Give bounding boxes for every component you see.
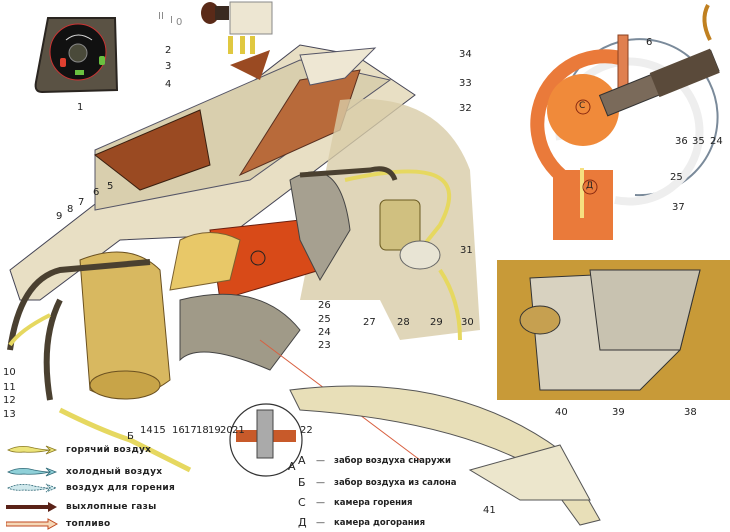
label-8: 8: [67, 204, 74, 215]
legend-combustion-air: воздух для горения: [6, 480, 175, 496]
label-5: 5: [107, 181, 114, 192]
key-b-dash: —: [316, 477, 325, 488]
switch-unit: [201, 1, 273, 54]
heater-body: [79, 171, 351, 400]
label-3: 3: [165, 61, 172, 72]
label-13: 13: [3, 409, 16, 420]
label-23: 23: [318, 340, 331, 351]
label-29: 29: [430, 317, 443, 328]
legend-exhaust: выхлопные газы: [6, 499, 157, 515]
label-28: 28: [397, 317, 410, 328]
switch-pos-0: 0: [176, 17, 183, 28]
detail-a: [229, 403, 303, 477]
key-d-text: камера догорания: [334, 517, 426, 528]
label-37: 37: [672, 202, 685, 213]
key-a-text: забор воздуха снаружи: [334, 455, 451, 466]
section-b: Б: [127, 431, 134, 442]
label-1: 1: [77, 102, 84, 113]
key-c-letter: С: [298, 496, 306, 509]
air-intake-box: [497, 260, 730, 400]
key-d: Д — камера догорания: [298, 516, 425, 529]
label-15: 15: [153, 425, 166, 436]
exhaust-arrow-icon: [6, 502, 57, 512]
label-10: 10: [3, 367, 16, 378]
section-c-cutaway: С: [579, 101, 586, 111]
label-18: 18: [196, 425, 209, 436]
label-14: 14: [140, 425, 153, 436]
control-panel: [34, 17, 119, 94]
fuel-pump: [379, 199, 441, 270]
hot-air-arrow-icon: [7, 445, 58, 455]
legend-cold-air-label: холодный воздух: [66, 467, 163, 477]
label-9: 9: [56, 211, 63, 222]
label-25: 25: [318, 314, 331, 325]
label-6: 6: [93, 187, 100, 198]
key-d-letter: Д: [298, 516, 307, 529]
label-40: 40: [555, 407, 568, 418]
label-41: 41: [483, 505, 496, 516]
hoses: [7, 166, 462, 473]
label-26: 26: [318, 300, 331, 311]
cold-air-arrow-icon: [7, 467, 58, 477]
label-33: 33: [459, 78, 472, 89]
label-7: 7: [78, 197, 85, 208]
label-30: 30: [461, 317, 474, 328]
key-c-dash: —: [316, 497, 325, 508]
key-d-dash: —: [316, 517, 325, 528]
label-24: 24: [318, 327, 331, 338]
legend-combustion-air-label: воздух для горения: [66, 483, 176, 493]
key-b-letter: Б: [298, 476, 306, 489]
switch-pos-I: I: [170, 15, 173, 26]
legend-fuel: топливо: [6, 516, 111, 532]
label-31: 31: [460, 245, 473, 256]
legend-fuel-label: топливо: [66, 519, 111, 529]
label-20: 20: [220, 425, 233, 436]
legend-hot-air-label: горячий воздух: [66, 445, 152, 455]
label-25-cutaway: 25: [670, 172, 683, 183]
label-27: 27: [363, 317, 376, 328]
legend-cold-air: холодный воздух: [6, 464, 162, 480]
section-d-cutaway: Д: [586, 181, 594, 191]
label-16: 16: [172, 425, 185, 436]
fuel-arrow-icon: [6, 518, 58, 530]
section-a-detail: А: [288, 460, 296, 473]
key-c-text: камера горения: [334, 497, 413, 508]
vent-nozzle: [468, 444, 591, 501]
combustion-cutaway: [530, 4, 720, 240]
label-12: 12: [3, 395, 16, 406]
label-19: 19: [208, 425, 221, 436]
label-22: 22: [300, 425, 313, 436]
label-36: 36: [675, 136, 688, 147]
label-38: 38: [684, 407, 697, 418]
key-c: С — камера горения: [298, 496, 412, 509]
key-a-dash: —: [316, 455, 325, 466]
label-11: 11: [3, 382, 16, 393]
label-6-cutaway: 6: [646, 37, 653, 48]
label-32: 32: [459, 103, 472, 114]
label-35: 35: [692, 136, 705, 147]
switch-pos-II: II: [158, 11, 164, 22]
legend-exhaust-label: выхлопные газы: [66, 502, 157, 512]
label-2: 2: [165, 45, 172, 56]
key-a-letter: А: [298, 454, 306, 467]
label-17: 17: [184, 425, 197, 436]
label-24-cutaway: 24: [710, 136, 723, 147]
label-39: 39: [612, 407, 625, 418]
label-4: 4: [165, 79, 172, 90]
combustion-air-arrow-icon: [7, 483, 58, 493]
label-21: 21: [232, 425, 245, 436]
air-duct: [9, 44, 416, 301]
key-a: А — забор воздуха снаружи: [298, 454, 451, 467]
legend-hot-air: горячий воздух: [6, 442, 151, 458]
key-b: Б — забор воздуха из салона: [298, 476, 457, 489]
label-34: 34: [459, 49, 472, 60]
key-b-text: забор воздуха из салона: [334, 477, 457, 488]
